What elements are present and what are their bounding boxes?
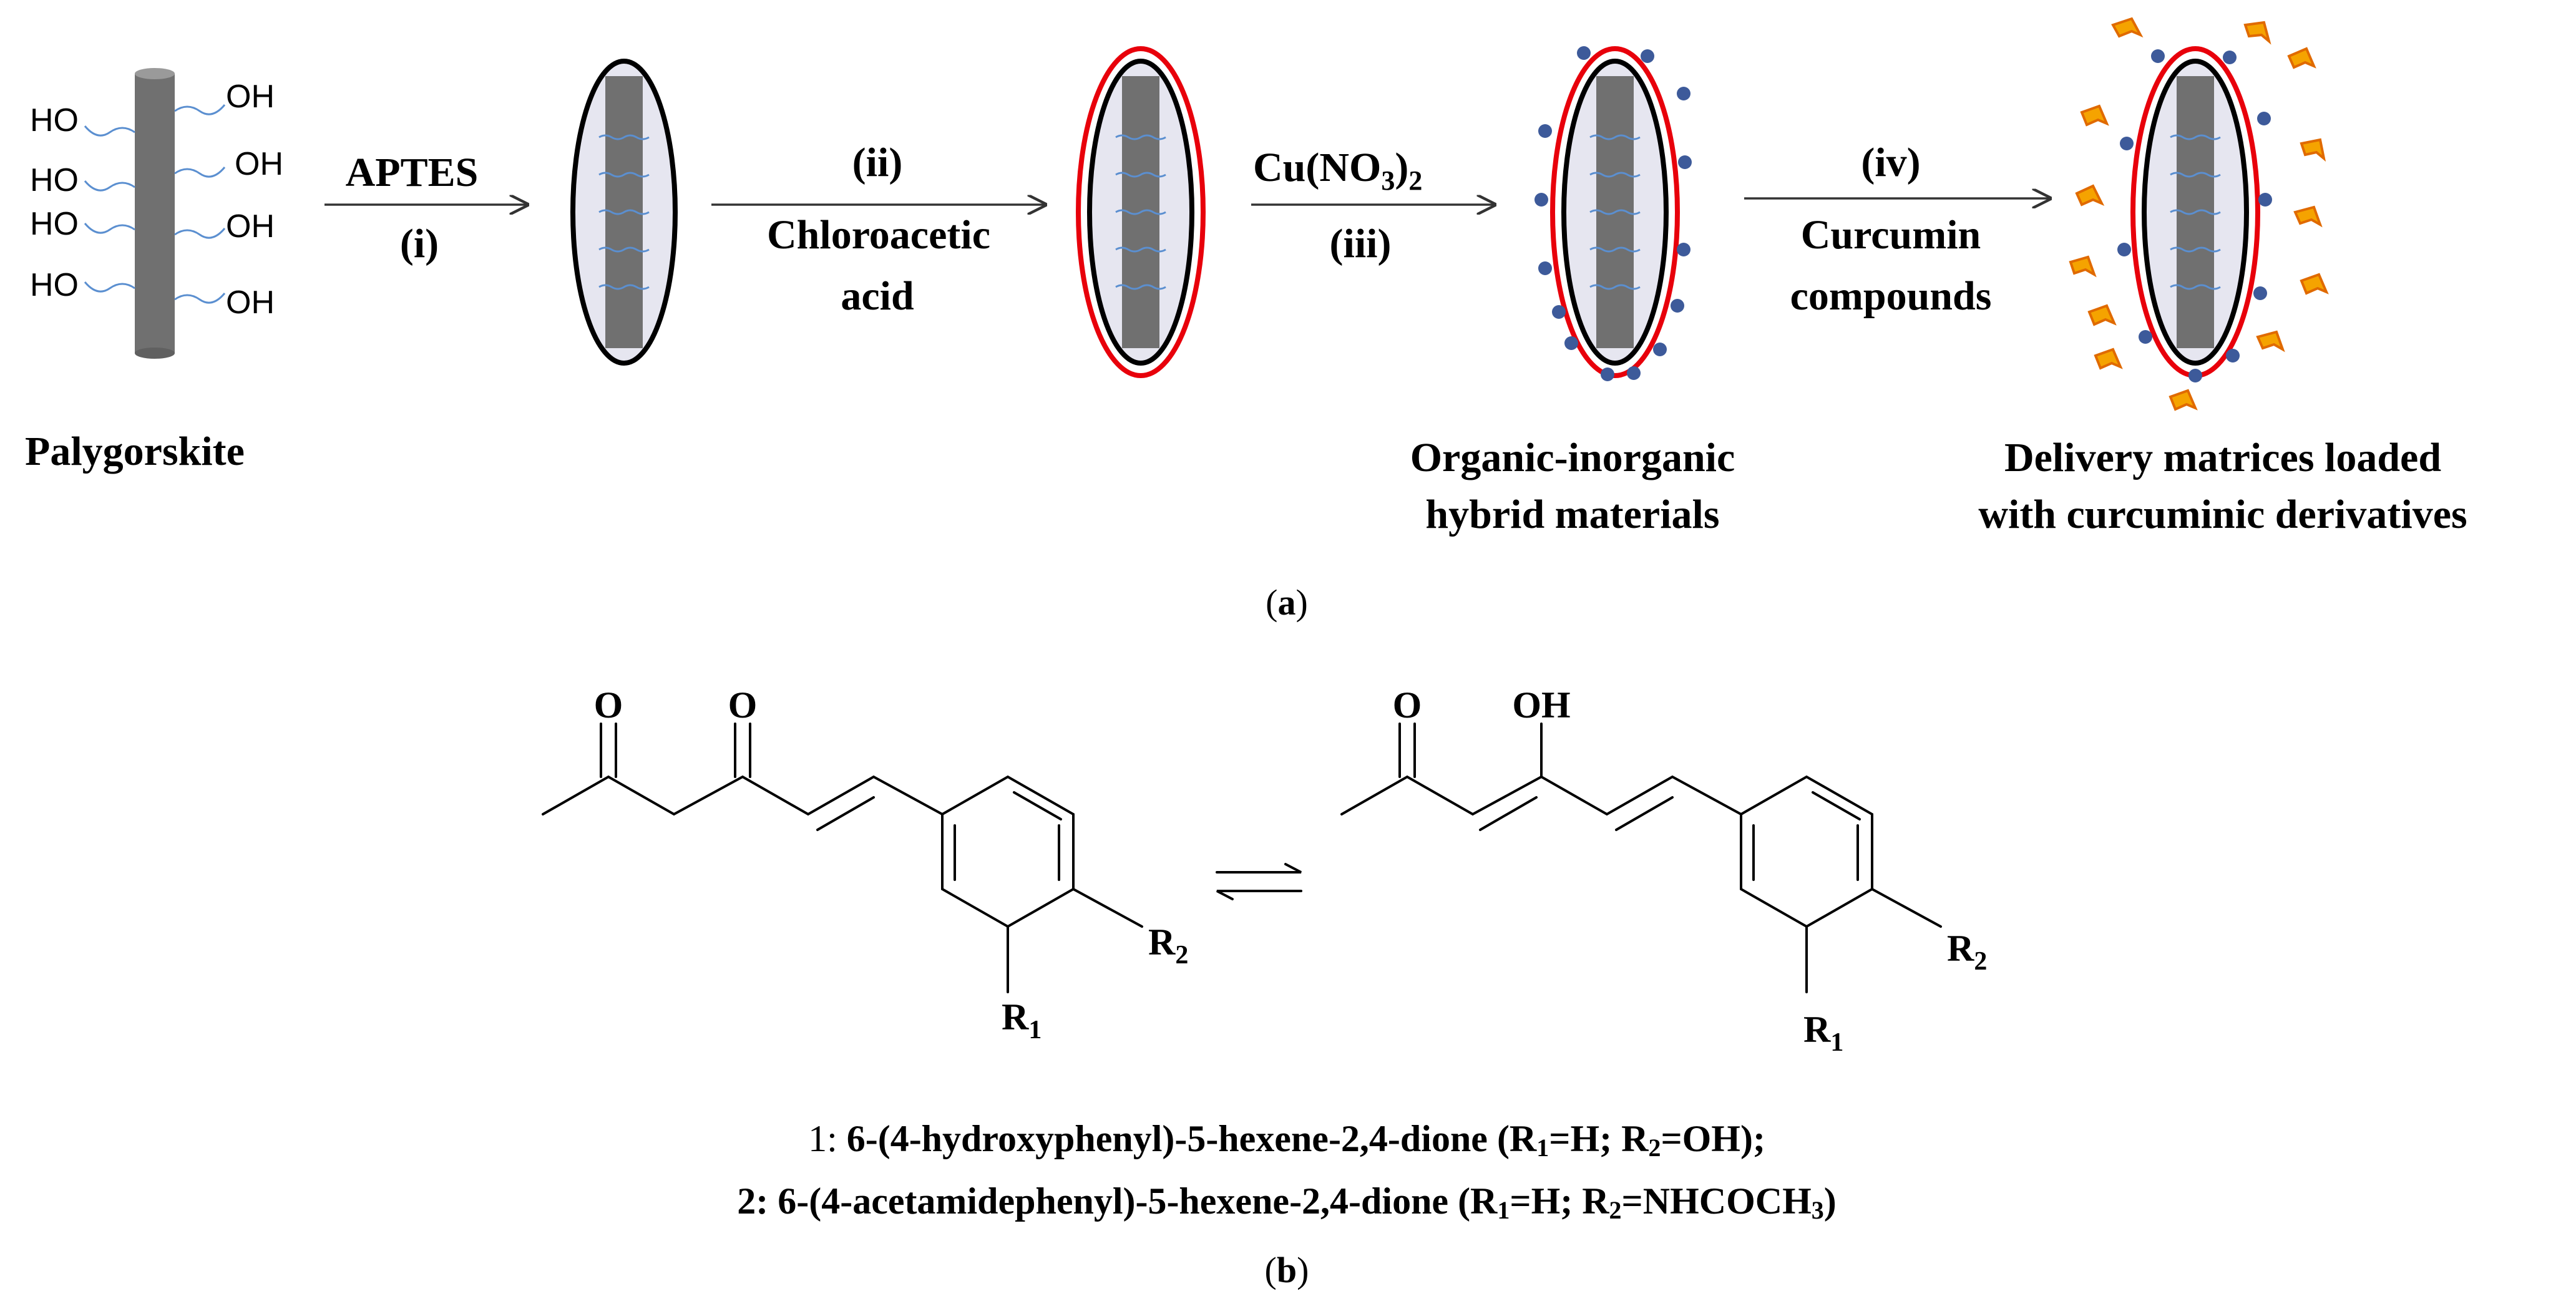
- keto-double-bond: [816, 796, 875, 831]
- particle-hybrid: [1534, 46, 1692, 381]
- oh-label-2: OH: [235, 146, 283, 182]
- curcumin-chevrons: [2069, 17, 2329, 411]
- particle-chloroacetic: [1076, 46, 1206, 378]
- step2-reagent-line2: acid: [841, 273, 914, 319]
- rod-top: [135, 68, 175, 79]
- step3-reagent: Cu(NO3)2: [1253, 145, 1422, 196]
- ho-label-2: HO: [30, 162, 79, 198]
- oh-label-3: OH: [226, 208, 275, 245]
- chain-left-1: [84, 125, 135, 137]
- ho-label-1: HO: [30, 102, 79, 139]
- enol-chain: [1340, 775, 1742, 816]
- hybrid-caption-line2: hybrid materials: [1425, 492, 1719, 537]
- oh-label-4: OH: [226, 285, 275, 321]
- panel-b-label: (b): [1265, 1250, 1309, 1290]
- enol-tautomer: [1340, 723, 1942, 993]
- rod-bottom: [135, 348, 175, 359]
- chain-right-3: [174, 228, 226, 239]
- compound-1-caption: 1: 6-(4-hydroxyphenyl)-5-hexene-2,4-dion…: [808, 1118, 1765, 1162]
- keto-tautomer: [542, 723, 1143, 993]
- compound-2-caption: 2: 6-(4-acetamidephenyl)-5-hexene-2,4-di…: [737, 1180, 1836, 1224]
- keto-r2-label: R2: [1148, 922, 1188, 970]
- step1-reagent: APTES: [346, 150, 479, 195]
- enol-oxygen: O: [1393, 684, 1422, 726]
- enol-r2-bond: [1871, 888, 1942, 928]
- keto-r2-bond: [1072, 888, 1143, 928]
- step1-number: (i): [400, 221, 439, 266]
- panel-b: O O R2 R1 O OH R2 R1 1: 6-(4-hyd: [542, 684, 1987, 1290]
- enol-ring-inner-1: [1812, 791, 1861, 820]
- keto-r1-label: R1: [1002, 996, 1042, 1044]
- enol-hydroxyl: OH: [1512, 684, 1570, 726]
- copper-dots: [1534, 46, 1692, 381]
- particle-loaded: [2069, 17, 2329, 411]
- delivery-caption-line2: with curcuminic derivatives: [1978, 492, 2467, 537]
- hybrid-caption-line1: Organic-inorganic: [1410, 435, 1735, 480]
- panel-a-label: (a): [1266, 582, 1308, 623]
- step3-number: (iii): [1330, 221, 1392, 266]
- equilibrium-forward: [1216, 863, 1302, 874]
- step4-number: (iv): [1861, 140, 1920, 185]
- step4-reagent-line1: Curcumin: [1801, 212, 1981, 258]
- step2-reagent-line1: Chloroacetic: [767, 212, 990, 258]
- ho-label-3: HO: [30, 206, 79, 242]
- oh-label-1: OH: [226, 79, 275, 115]
- equilibrium-reverse: [1216, 890, 1302, 900]
- step2-number: (ii): [852, 140, 903, 185]
- chain-right-1: [174, 104, 226, 115]
- enol-r2-label: R2: [1947, 928, 1987, 976]
- keto-oxygen-1: O: [594, 684, 623, 726]
- chain-right-4: [174, 293, 226, 304]
- step4-reagent-line2: compounds: [1790, 273, 1992, 319]
- chain-left-2: [84, 180, 135, 192]
- palygorskite-caption: Palygorskite: [25, 429, 245, 474]
- keto-chain: [542, 775, 944, 816]
- particle-aptes: [570, 59, 678, 366]
- chain-left-3: [84, 223, 135, 234]
- enol-r1-label: R1: [1803, 1009, 1843, 1057]
- red-ring: [1076, 46, 1206, 378]
- enol-double-bond-1: [1479, 796, 1538, 831]
- chain-right-2: [174, 167, 226, 178]
- enol-double-bond-2: [1615, 796, 1674, 831]
- copper-dots: [2117, 49, 2272, 382]
- rod-body: [135, 74, 175, 353]
- palygorskite-rod: OH OH OH OH HO HO HO HO: [30, 68, 283, 359]
- keto-benzene-ring: [941, 775, 1075, 928]
- equilibrium-arrows: [1216, 863, 1302, 900]
- chain-left-4: [84, 281, 135, 293]
- enol-benzene-ring: [1740, 775, 1873, 928]
- panel-a: OH OH OH OH HO HO HO HO Palygorskite APT…: [25, 17, 2467, 623]
- delivery-caption-line1: Delivery matrices loaded: [2004, 435, 2441, 480]
- ho-label-4: HO: [30, 267, 79, 303]
- keto-ring-inner-1: [1013, 791, 1062, 820]
- keto-oxygen-2: O: [728, 684, 758, 726]
- red-ring: [1550, 46, 1680, 378]
